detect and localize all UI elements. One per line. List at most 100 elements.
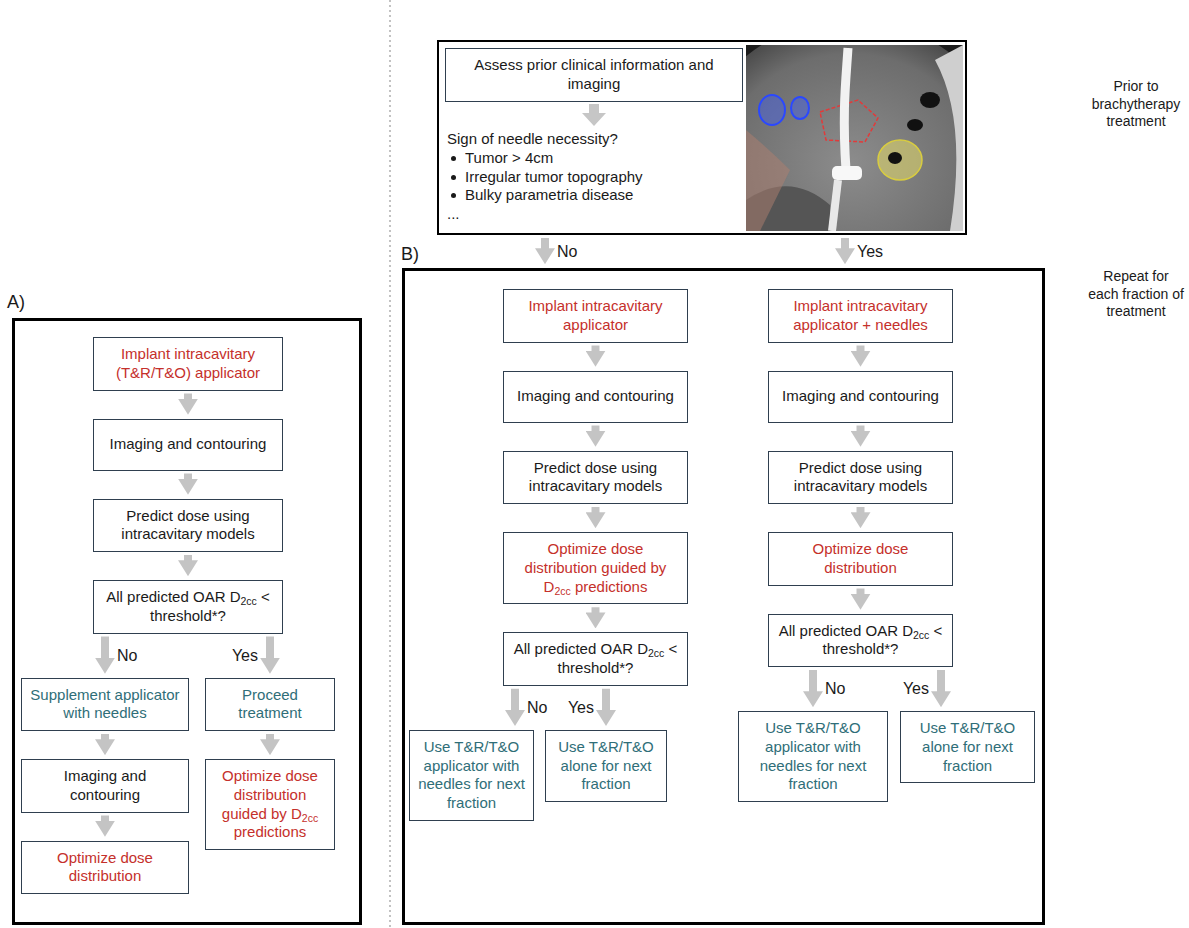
flow-arrow <box>101 816 109 822</box>
process-box: Imaging and contouring <box>503 371 688 423</box>
edge-label: Yes <box>901 679 931 699</box>
process-box: Optimize dose distribution guided by D2c… <box>205 759 335 850</box>
flow-arrow <box>841 238 849 249</box>
subscript: 2cc <box>240 595 256 607</box>
box-text: Imaging and contouring <box>517 387 674 406</box>
criteria-item: Irregular tumor topography <box>465 168 643 187</box>
criteria-item: ... <box>447 205 460 224</box>
criteria-heading: Sign of needle necessity? <box>447 130 618 149</box>
process-box: Predict dose using intracavitary models <box>503 451 688 505</box>
edge-label: No <box>823 679 847 699</box>
ct-image <box>746 45 963 231</box>
flow-arrow <box>541 238 549 249</box>
flow-arrow <box>857 346 865 352</box>
box-text: Use T&R/T&O applicator with needles for … <box>747 719 879 794</box>
box-text: Use T&R/T&O alone for next fraction <box>554 738 658 794</box>
flow-arrow <box>857 426 865 432</box>
side-label: Repeat for each fraction of treatment <box>1088 268 1184 321</box>
box-text: Imaging and contouring <box>110 435 267 454</box>
process-box: Predict dose using intracavitary models <box>768 451 953 505</box>
panel-label: A) <box>7 291 25 313</box>
flow-arrow <box>592 607 600 613</box>
criteria-item: Tumor > 4cm <box>465 149 553 168</box>
subscript: 2cc <box>554 584 570 596</box>
box-text: Optimize dose distribution <box>30 849 180 887</box>
box-text: Imaging and contouring <box>782 387 939 406</box>
edge-label: No <box>525 698 549 718</box>
bullet-dot <box>451 156 456 161</box>
panel-label: B) <box>401 243 419 265</box>
flow-arrow <box>592 426 600 432</box>
ct-air <box>920 92 940 108</box>
process-box: Optimize dose distribution guided by D2c… <box>503 532 688 604</box>
flow-arrow <box>592 507 600 513</box>
flow-arrow <box>266 734 274 740</box>
ct-bladder-contour <box>759 95 785 125</box>
box-text: Use T&R/T&O alone for next fraction <box>909 719 1026 775</box>
flow-arrow <box>511 689 519 711</box>
flow-arrow <box>809 670 817 692</box>
decision-box: All predicted OAR D2cc < threshold*? <box>93 580 283 634</box>
flow-arrow <box>101 637 109 659</box>
flow-arrow <box>184 555 192 561</box>
box-text: Predict dose using intracavitary models <box>102 507 274 545</box>
process-box: Predict dose using intracavitary models <box>93 499 283 553</box>
edge-label: No <box>555 242 579 262</box>
edge-label: Yes <box>566 698 596 718</box>
flow-arrow <box>266 637 274 659</box>
flow-arrow <box>857 589 865 595</box>
edge-label: Yes <box>230 646 260 666</box>
process-box: Imaging and contouring <box>768 371 953 423</box>
ct-bone <box>935 45 963 231</box>
outcome-box: Supplement applicator with needles <box>21 678 189 732</box>
process-box: Optimize dose distribution <box>21 841 189 895</box>
box-text: Supplement applicator with needles <box>30 686 180 724</box>
flow-arrow <box>602 689 610 711</box>
ct-bowel-contour <box>791 97 809 119</box>
process-box: Implant intracavitary (T&R/T&O) applicat… <box>93 337 283 391</box>
flow-arrow <box>101 734 109 740</box>
box-text: Imaging and contouring <box>30 767 180 805</box>
process-box: Implant intracavitary applicator + needl… <box>768 289 953 343</box>
box-text: Implant intracavitary (T&R/T&O) applicat… <box>102 345 274 383</box>
subscript: 2cc <box>913 628 929 640</box>
separator-line <box>389 0 390 928</box>
criteria-panel: Sign of needle necessity?Tumor > 4cmIrre… <box>437 40 967 235</box>
bullet-dot <box>451 193 456 198</box>
decision-box: All predicted OAR D2cc < threshold*? <box>503 632 688 686</box>
process-box: Implant intracavitary applicator <box>503 289 688 343</box>
ct-body <box>746 45 963 231</box>
outcome-box: Use T&R/T&O applicator with needles for … <box>409 730 534 821</box>
box-text: Assess prior clinical information and im… <box>454 56 734 94</box>
box-text: Predict dose using intracavitary models <box>512 459 679 497</box>
box-text: All predicted OAR D2cc < threshold*? <box>102 588 274 626</box>
subscript: 2cc <box>648 647 664 659</box>
inner-arrow-shaft <box>589 104 599 113</box>
outcome-box: Use T&R/T&O applicator with needles for … <box>738 711 888 802</box>
flow-arrow <box>184 474 192 480</box>
ct-air <box>888 152 902 164</box>
process-box: Optimize dose distribution <box>768 532 953 586</box>
decision-box: All predicted OAR D2cc < threshold*? <box>768 614 953 668</box>
outcome-box: Proceed treatment <box>205 678 335 732</box>
flow-arrow <box>592 346 600 352</box>
box-text: Optimize dose distribution guided by D2c… <box>512 540 679 596</box>
box-text: All predicted OAR D2cc < threshold*? <box>777 622 944 660</box>
edge-label: Yes <box>855 242 885 262</box>
ct-target-contour <box>820 100 878 142</box>
edge-label: No <box>115 646 139 666</box>
outcome-box: Use T&R/T&O alone for next fraction <box>900 711 1035 783</box>
subscript: 2cc <box>302 811 318 823</box>
bullet-dot <box>451 175 456 180</box>
process-box: Imaging and contouring <box>93 419 283 471</box>
ct-applicator-handle <box>832 180 838 231</box>
outcome-box: Use T&R/T&O alone for next fraction <box>545 730 667 802</box>
box-text: Implant intracavitary applicator + needl… <box>777 297 944 335</box>
box-text: Proceed treatment <box>214 686 326 724</box>
ct-ring <box>832 166 862 180</box>
inner-arrow-head <box>582 113 606 126</box>
box-text: Optimize dose distribution guided by D2c… <box>214 767 326 842</box>
side-label: Prior to brachytherapy treatment <box>1088 78 1184 131</box>
